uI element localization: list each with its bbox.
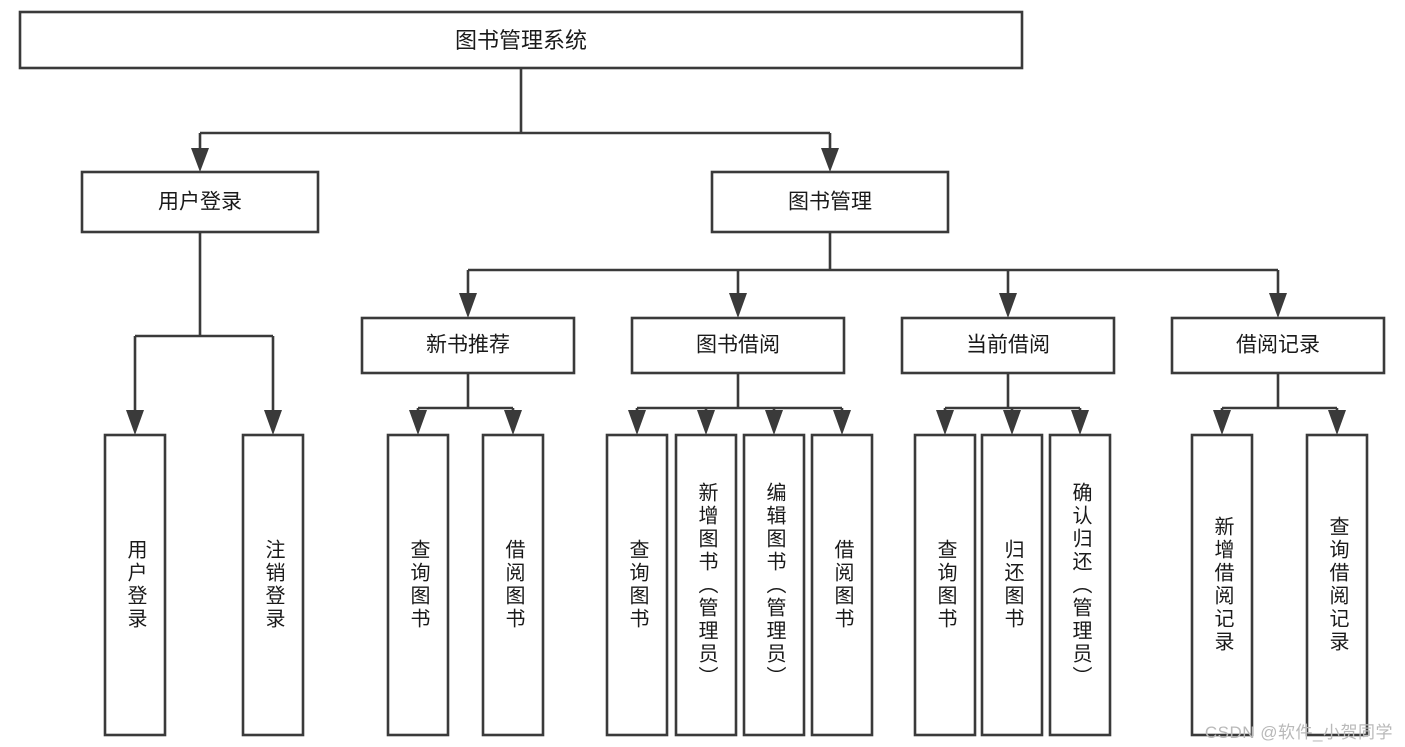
connector-book-borrow-to-leaves xyxy=(628,373,851,435)
arrow-head-to-current-borrow xyxy=(999,293,1017,318)
node-current-borrow[interactable]: 当前借阅 xyxy=(900,316,1116,375)
node-book-borrow-label: 图书借阅 xyxy=(696,334,780,357)
node-user-login-label: 用户登录 xyxy=(158,191,242,214)
connector-current-borrow-to-leaves xyxy=(936,373,1089,435)
arrow-head-to-leaf-borrow-book-1 xyxy=(504,410,522,435)
node-user-login[interactable]: 用户登录 xyxy=(80,170,320,234)
node-borrow-record-label: 借阅记录 xyxy=(1236,334,1320,357)
node-book-manage-label: 图书管理 xyxy=(788,191,872,214)
leaf-box-borrow-book-1[interactable] xyxy=(481,433,545,737)
leaf-box-user-logout[interactable] xyxy=(241,433,305,737)
node-root-title-label: 图书管理系统 xyxy=(455,28,587,53)
leaf-box-add-record[interactable] xyxy=(1190,433,1254,737)
arrow-head-to-leaf-add-record xyxy=(1213,410,1231,435)
leaf-box-query-book-1[interactable] xyxy=(386,433,450,737)
arrow-head-to-leaf-query-record xyxy=(1328,410,1346,435)
leaf-box-edit-book[interactable] xyxy=(742,433,806,737)
arrow-head-to-leaf-borrow-book-2 xyxy=(833,410,851,435)
arrow-head-to-user-login xyxy=(191,148,209,172)
arrow-head-to-leaf-query-book-1 xyxy=(409,410,427,435)
leaf-box-borrow-book-2[interactable] xyxy=(810,433,874,737)
arrow-head-to-leaf-add-book xyxy=(697,410,715,435)
node-new-book-recommend[interactable]: 新书推荐 xyxy=(360,316,576,375)
connector-new-book-recommend-to-leaves xyxy=(409,373,522,435)
csdn-watermark: CSDN @软件_小贺同学 xyxy=(1204,723,1393,742)
connector-root-to-level2 xyxy=(191,68,839,172)
node-current-borrow-label: 当前借阅 xyxy=(966,334,1050,357)
arrow-head-to-book-manage xyxy=(821,148,839,172)
arrow-head-to-leaf-user-login xyxy=(126,410,144,435)
arrow-head-to-leaf-query-book-2 xyxy=(628,410,646,435)
connector-book-manage-to-level3 xyxy=(459,232,1287,318)
leaf-box-add-book[interactable] xyxy=(674,433,738,737)
leaf-boxes-group xyxy=(103,433,1369,737)
node-user-login-box xyxy=(80,170,320,234)
node-new-book-recommend-box xyxy=(360,316,576,375)
arrow-head-to-leaf-return-book xyxy=(1003,410,1021,435)
leaf-box-return-book[interactable] xyxy=(980,433,1044,737)
arrow-head-to-new-book-recommend xyxy=(459,293,477,318)
connector-borrow-record-to-leaves xyxy=(1213,373,1346,435)
node-new-book-recommend-label: 新书推荐 xyxy=(426,334,510,357)
leaf-box-confirm-return[interactable] xyxy=(1048,433,1112,737)
leaf-box-query-book-2[interactable] xyxy=(605,433,669,737)
arrow-head-to-leaf-confirm-return xyxy=(1071,410,1089,435)
arrow-head-to-borrow-record xyxy=(1269,293,1287,318)
arrow-head-to-book-borrow xyxy=(729,293,747,318)
arrow-head-to-leaf-query-book-3 xyxy=(936,410,954,435)
node-borrow-record[interactable]: 借阅记录 xyxy=(1170,316,1386,375)
leaf-box-user-login[interactable] xyxy=(103,433,167,737)
node-current-borrow-box xyxy=(900,316,1116,375)
node-root-title[interactable]: 图书管理系统 xyxy=(18,10,1024,70)
leaf-box-query-record[interactable] xyxy=(1305,433,1369,737)
connector-user-login-to-leaves xyxy=(126,232,282,435)
arrow-head-to-leaf-user-logout xyxy=(264,410,282,435)
leaf-box-query-book-3[interactable] xyxy=(913,433,977,737)
node-root-title-box xyxy=(18,10,1024,70)
arrow-head-to-leaf-edit-book xyxy=(765,410,783,435)
node-book-borrow[interactable]: 图书借阅 xyxy=(630,316,846,375)
node-book-manage[interactable]: 图书管理 xyxy=(710,170,950,234)
